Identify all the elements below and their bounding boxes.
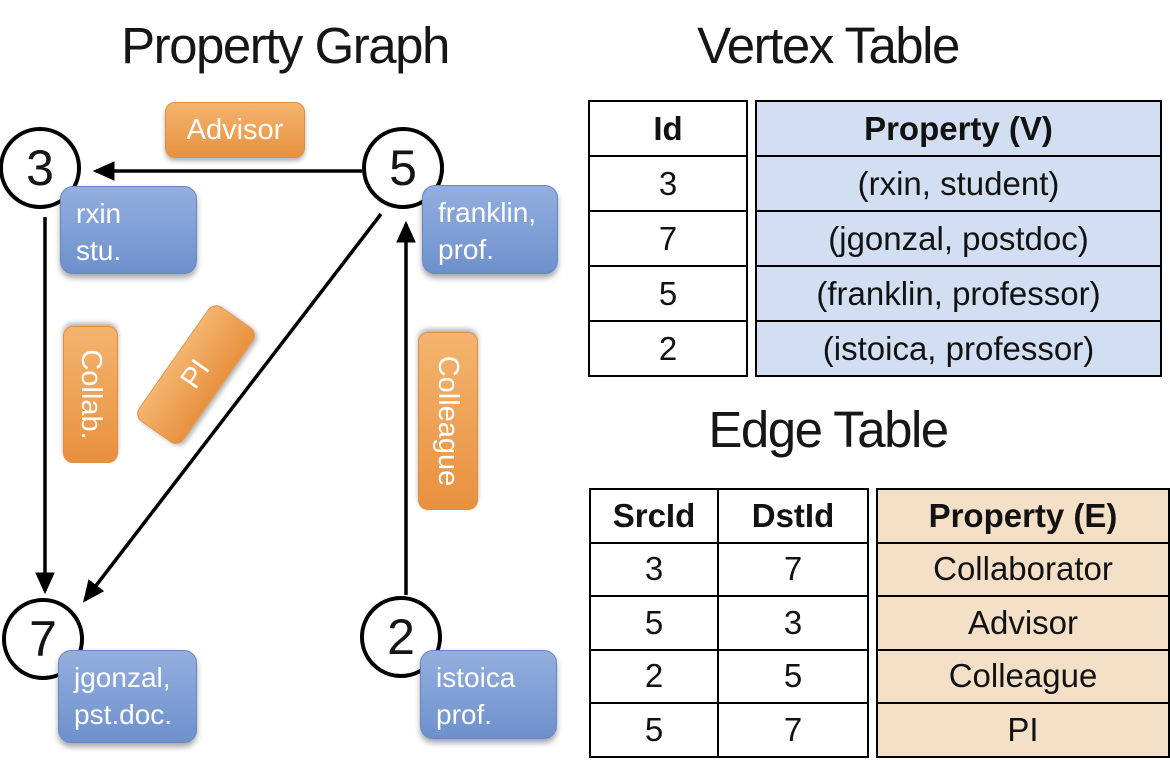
edge-dstid-cell: 5 <box>717 648 869 704</box>
vertex-id-header: Id <box>588 100 748 157</box>
vertex-property-box-rxin: rxin stu. <box>60 186 197 274</box>
edge-label-colleague: Colleague <box>418 332 478 510</box>
edge-srcid-cell: 5 <box>589 702 719 758</box>
node-7-id: 7 <box>29 611 57 667</box>
table-row: (jgonzal, postdoc) <box>755 210 1162 267</box>
table-row: 3 <box>588 155 748 212</box>
edge-dstid-cell: 3 <box>717 595 869 651</box>
vertex-id-cell: 2 <box>588 320 748 377</box>
edge-property-cell: Collaborator <box>876 541 1170 597</box>
vertex-table: Id 3 7 5 2 Property (V) (rxin, student) … <box>588 100 1162 377</box>
edge-property-cell: Colleague <box>876 648 1170 704</box>
vertex-property-cell: (jgonzal, postdoc) <box>755 210 1162 267</box>
vertex-property-box-jgonzal: jgonzal, pst.doc. <box>58 650 197 743</box>
edge-srcid-cell: 5 <box>589 595 719 651</box>
vertex-property-cell: (istoica, professor) <box>755 320 1162 377</box>
vertex-property-cell: (franklin, professor) <box>755 265 1162 322</box>
vertex-id-cell: 7 <box>588 210 748 267</box>
table-row: 5 7 <box>589 702 869 758</box>
edge-table-title: Edge Table <box>708 401 949 458</box>
table-row: Collaborator <box>876 541 1170 597</box>
property-graph-panel: Property Graph 3 5 7 2 rxin stu. frankli… <box>0 0 570 760</box>
edge-srcid-cell: 2 <box>589 648 719 704</box>
vertex-property-box-franklin: franklin, prof. <box>422 185 558 274</box>
table-row: (rxin, student) <box>755 155 1162 212</box>
edge-property-cell: Advisor <box>876 595 1170 651</box>
vertex-id-cell: 3 <box>588 155 748 212</box>
table-row: 2 5 <box>589 648 869 704</box>
edge-label-collab: Collab. <box>63 326 118 463</box>
edge-label-pi: PI <box>133 301 259 448</box>
edge-label-advisor: Advisor <box>165 102 305 158</box>
table-row: PI <box>876 702 1170 758</box>
vertex-property-column-table: Property (V) (rxin, student) (jgonzal, p… <box>755 100 1162 377</box>
edge-srcid-cell: 3 <box>589 541 719 597</box>
edge-property-header: Property (E) <box>876 488 1170 544</box>
edge-dstid-cell: 7 <box>717 702 869 758</box>
node-2-id: 2 <box>387 609 415 665</box>
edge-table: SrcId DstId 3 7 5 3 2 5 5 7 Property (E)… <box>589 488 1170 758</box>
table-row: 5 <box>588 265 748 322</box>
table-row: 3 7 <box>589 541 869 597</box>
edge-dstid-cell: 7 <box>717 541 869 597</box>
vertex-property-header: Property (V) <box>755 100 1162 157</box>
table-row: 2 <box>588 320 748 377</box>
table-row: Advisor <box>876 595 1170 651</box>
table-row: 7 <box>588 210 748 267</box>
vertex-table-title: Vertex Table <box>697 17 960 74</box>
vertex-property-box-istoica: istoica prof. <box>420 650 557 739</box>
table-row: 5 3 <box>589 595 869 651</box>
table-row: (franklin, professor) <box>755 265 1162 322</box>
node-5-id: 5 <box>389 140 417 196</box>
vertex-property-cell: (rxin, student) <box>755 155 1162 212</box>
edge-srcid-header: SrcId <box>589 488 719 544</box>
node-3-id: 3 <box>26 140 54 196</box>
edge-property-cell: PI <box>876 702 1170 758</box>
edge-srcdst-columns-table: SrcId DstId 3 7 5 3 2 5 5 7 <box>589 488 869 758</box>
vertex-id-cell: 5 <box>588 265 748 322</box>
property-graph-title: Property Graph <box>121 17 450 74</box>
vertex-id-column-table: Id 3 7 5 2 <box>588 100 748 377</box>
graph-node-5: 5 <box>362 127 444 209</box>
table-row: (istoica, professor) <box>755 320 1162 377</box>
edge-property-column-table: Property (E) Collaborator Advisor Collea… <box>876 488 1170 758</box>
table-row: Colleague <box>876 648 1170 704</box>
graph-node-3: 3 <box>0 127 81 209</box>
edge-dstid-header: DstId <box>717 488 869 544</box>
